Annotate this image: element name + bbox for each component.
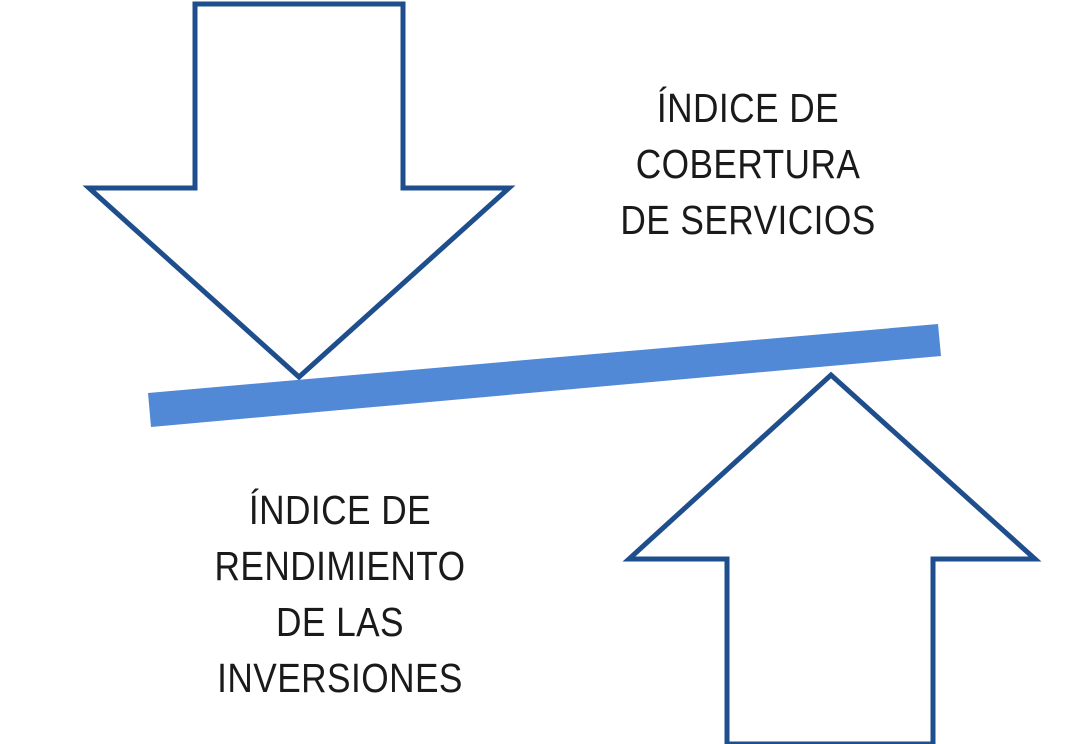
coverage-label-line-1: ÍNDICE DE: [656, 85, 840, 131]
coverage-label-line-2: COBERTURA: [635, 141, 861, 187]
investment-yield-label: ÍNDICE DE RENDIMIENTO DE LAS INVERSIONES: [202, 482, 477, 706]
yield-label-line-4: INVERSIONES: [217, 655, 463, 701]
coverage-label-line-3: DE SERVICIOS: [620, 197, 876, 243]
yield-label-line-2: RENDIMIENTO: [214, 543, 466, 589]
yield-label-line-3: DE LAS: [275, 599, 405, 645]
coverage-index-label: ÍNDICE DE COBERTURA DE SERVICIOS: [619, 80, 877, 248]
yield-label-line-1: ÍNDICE DE: [248, 487, 432, 533]
up-arrow-icon: [622, 371, 1042, 744]
down-arrow-icon: [82, 1, 516, 381]
balance-beam: [148, 324, 941, 427]
